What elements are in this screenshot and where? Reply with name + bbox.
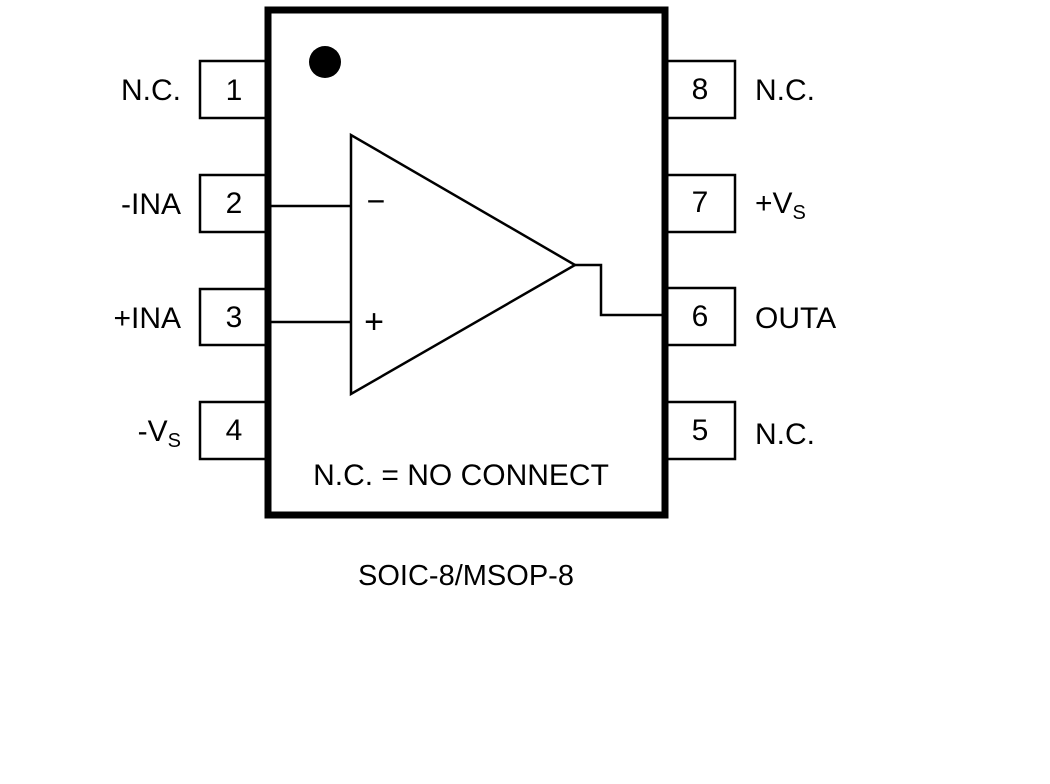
package-label: SOIC-8/MSOP-8 — [358, 560, 574, 592]
pin-3-number: 3 — [226, 301, 243, 334]
pin-4-label: -V — [138, 415, 168, 448]
pin-3-label: +INA — [113, 302, 181, 335]
ic-body — [264, 6, 669, 519]
op-amp-symbol — [268, 132, 666, 397]
pin-2-label: -INA — [121, 188, 181, 221]
pin-6-number: 6 — [692, 300, 709, 333]
pin-4-label-group: -VS — [138, 415, 181, 452]
pin-4-number: 4 — [226, 414, 243, 447]
right-pins — [664, 59, 737, 461]
noninverting-sign: + — [364, 303, 384, 341]
inverting-sign: − — [367, 183, 386, 219]
pin-6-label: OUTA — [755, 302, 836, 335]
pin-7-label-sub: S — [793, 202, 806, 224]
pin-5-number: 5 — [692, 414, 709, 447]
pin-7-label: +V — [755, 187, 793, 220]
pin-2-number: 2 — [226, 187, 243, 220]
pin-8-label: N.C. — [755, 74, 815, 107]
output-wire — [575, 263, 666, 317]
pin1-marker-dot — [309, 46, 341, 78]
pin-5-label: N.C. — [755, 418, 815, 451]
left-pins — [198, 59, 270, 461]
pin-1-label: N.C. — [121, 74, 181, 107]
op-amp-triangle — [349, 132, 578, 397]
pin-1-number: 1 — [226, 74, 243, 107]
pin-7-label-group: +VS — [755, 187, 806, 224]
no-connect-note: N.C. = NO CONNECT — [313, 459, 609, 492]
pin-7-number: 7 — [692, 186, 709, 219]
pin-4-label-sub: S — [168, 430, 181, 452]
pin-8-number: 8 — [692, 73, 709, 106]
